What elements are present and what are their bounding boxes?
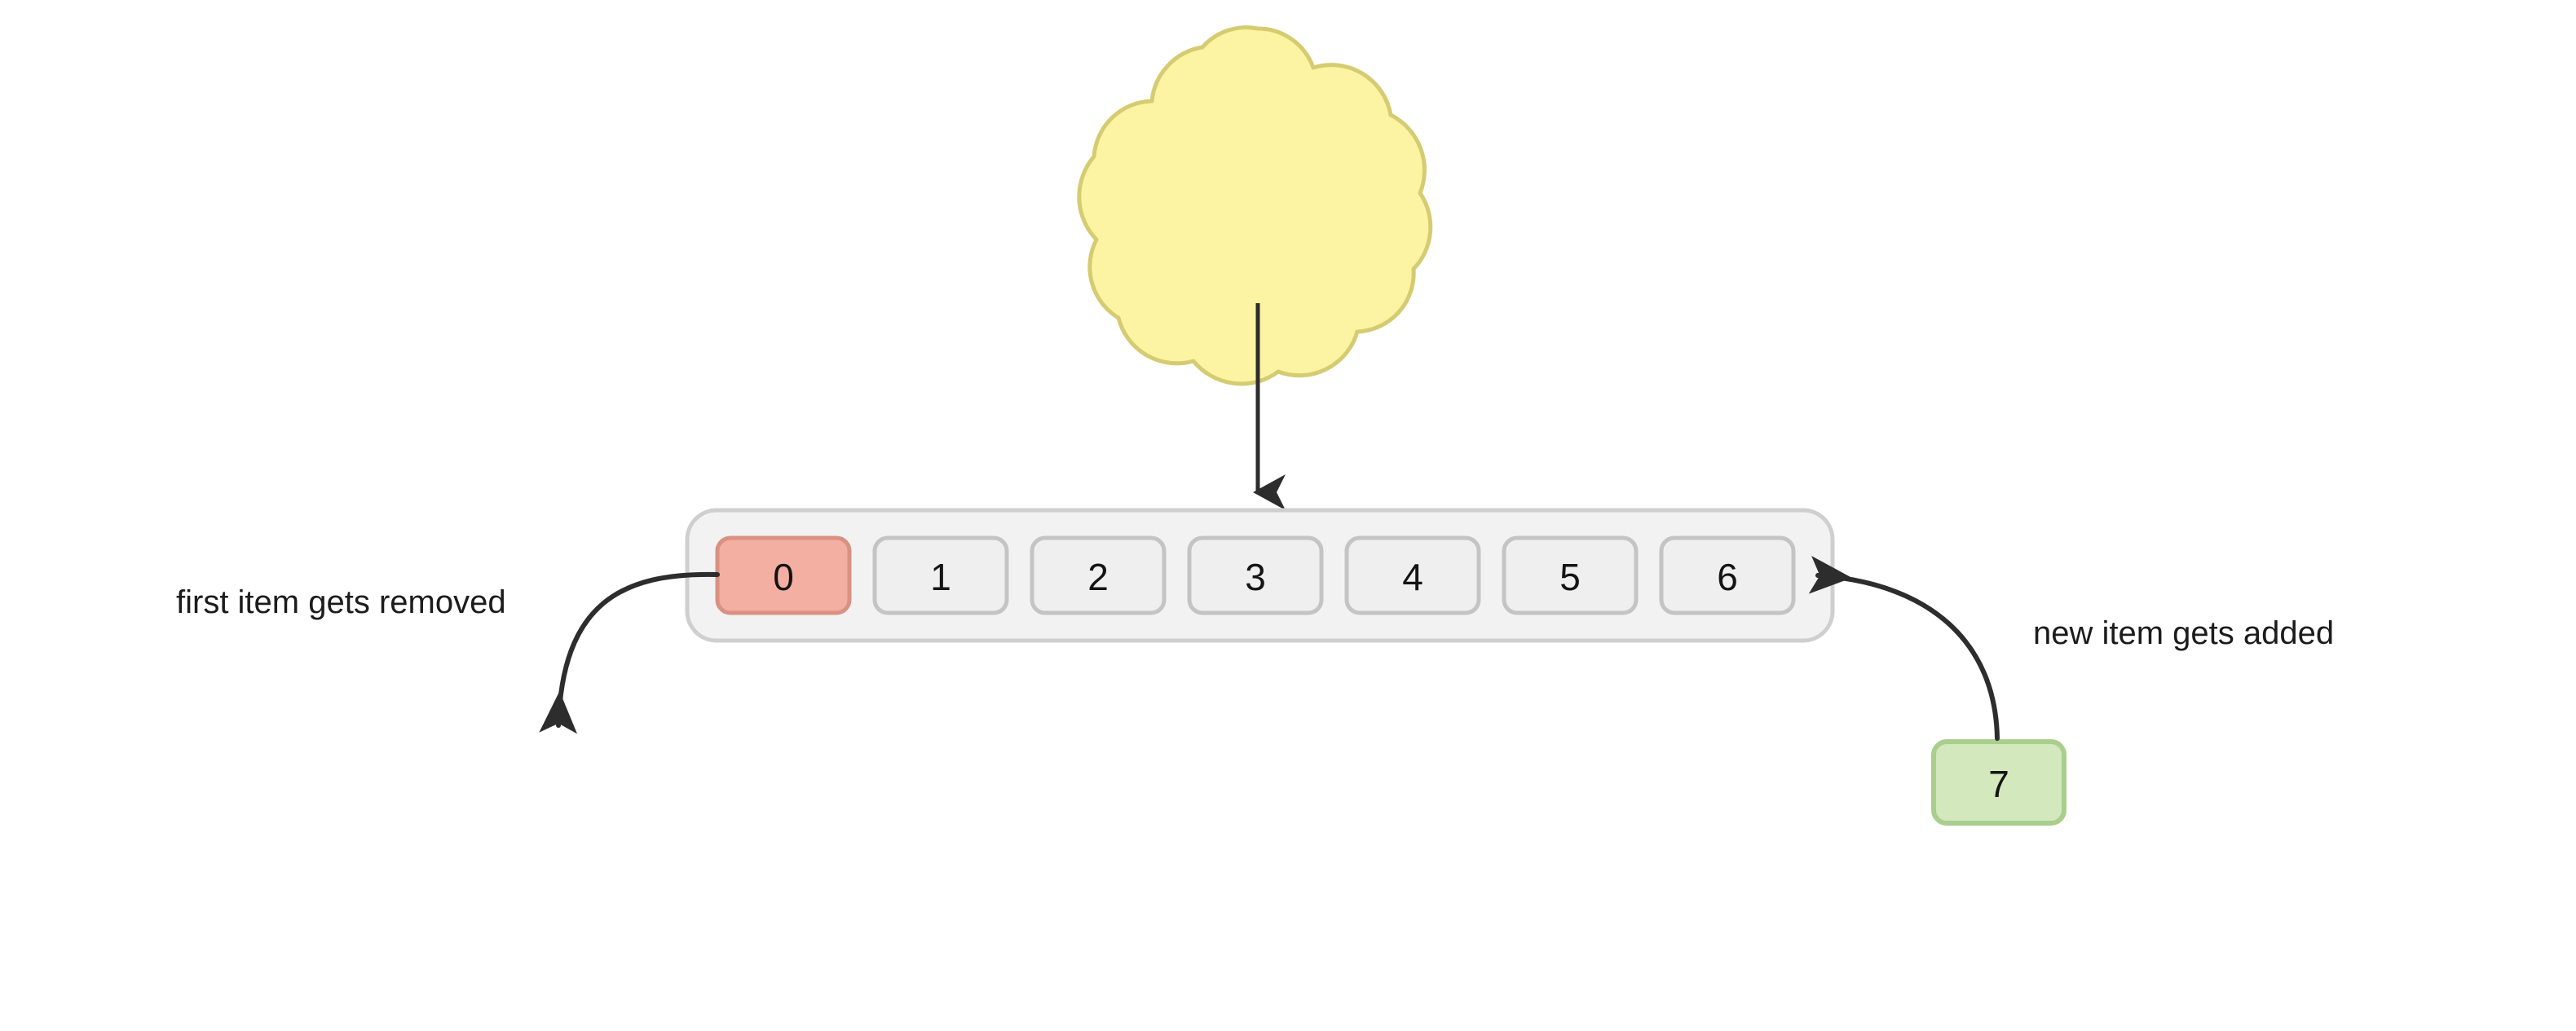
array-cell-0[interactable]: 0 [715, 535, 852, 615]
array-cell-rect[interactable] [872, 535, 1009, 615]
array-cell-label: 5 [1559, 556, 1581, 598]
array-cell-6[interactable]: 6 [1659, 535, 1796, 615]
array-cell-label: 6 [1717, 556, 1738, 598]
array-cell-rect[interactable] [1187, 535, 1324, 615]
array-cell-label: 0 [773, 556, 794, 598]
array-cell-rect[interactable] [1030, 535, 1167, 615]
incoming-cell-7[interactable]: 7 [1931, 739, 2067, 826]
array-cell-2[interactable]: 2 [1030, 535, 1167, 615]
array-cell-label: 3 [1245, 556, 1266, 598]
label-first-item-removed: first item gets removed [176, 584, 506, 620]
array-cell-1[interactable]: 1 [872, 535, 1009, 615]
incoming-cell-label: 7 [1988, 763, 2009, 805]
array-cell-4[interactable]: 4 [1344, 535, 1481, 615]
array-cell-rect[interactable] [1502, 535, 1639, 615]
array-cells: 0 1 2 3 4 5 6 [715, 535, 1796, 615]
cloud-node [1077, 25, 1433, 386]
array-cell-3[interactable]: 3 [1187, 535, 1324, 615]
array-cell-label: 2 [1087, 556, 1109, 598]
label-new-item-added: new item gets added [2033, 615, 2334, 651]
incoming-cell-rect[interactable] [1931, 739, 2067, 826]
added-item-arrow [1808, 555, 2000, 741]
array-cell-rect[interactable] [1344, 535, 1481, 615]
array-cell-5[interactable]: 5 [1502, 535, 1639, 615]
removed-item-arrow [539, 571, 720, 734]
array-cell-label: 1 [930, 556, 951, 598]
array-cell-label: 4 [1402, 556, 1423, 598]
array-cell-rect[interactable] [1659, 535, 1796, 615]
cloud-shape [1077, 25, 1433, 386]
